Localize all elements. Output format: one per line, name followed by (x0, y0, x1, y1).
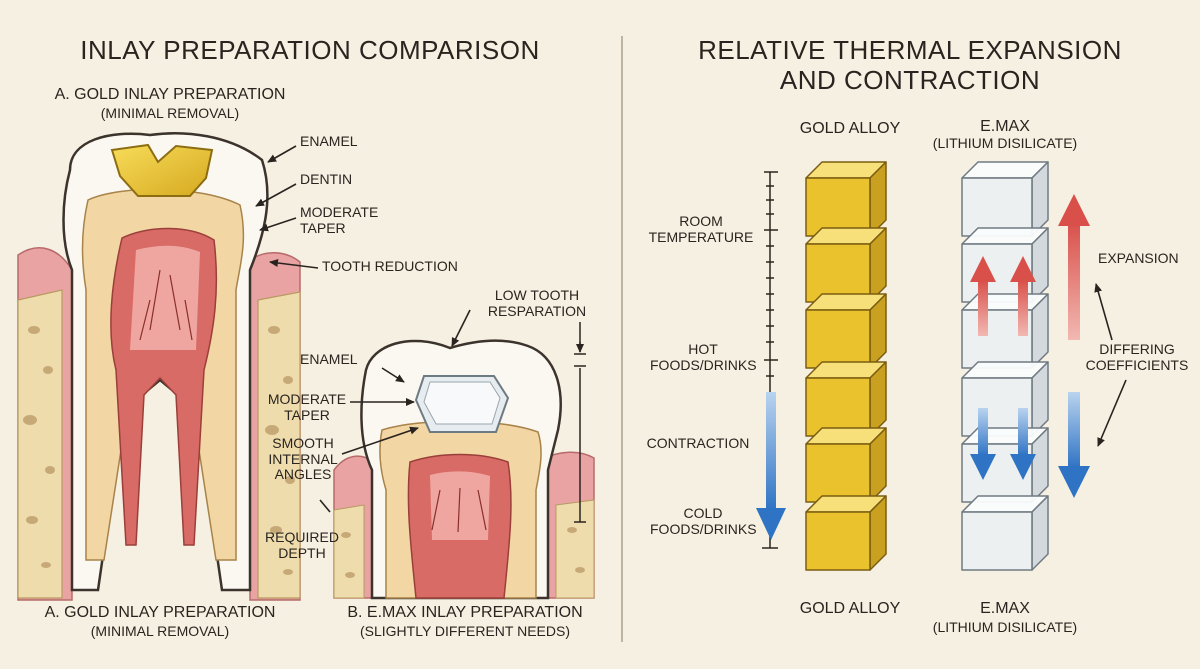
gold-section-title: A. GOLD INLAY PREPARATION (54, 86, 286, 103)
bone-texture-a (23, 326, 295, 575)
gold-block-2 (805, 227, 887, 303)
emax-block-stack (961, 161, 1049, 571)
caption-a-subtitle: (MINIMAL REMOVAL) (90, 623, 230, 639)
emax-block-1 (961, 161, 1049, 237)
bone-right-a (257, 291, 301, 599)
gold-inlay-tooth-diagram (17, 132, 319, 601)
pointer-reduction-a (269, 259, 319, 269)
pointer-enamel-b (381, 367, 405, 383)
large-expansion-arrow (1058, 194, 1090, 340)
pulp-chamber-a (130, 245, 200, 350)
label-contraction: CONTRACTION (646, 435, 750, 451)
emax-column-header-sub: (LITHIUM DISILICATE) (932, 135, 1078, 151)
label-cold-foods: COLD FOODS/DRINKS (650, 505, 757, 537)
bone-texture-b (341, 527, 585, 578)
pointer-taper-a (259, 217, 297, 232)
emax-column-footer-sub: (LITHIUM DISILICATE) (932, 619, 1078, 635)
bone-left-b (333, 504, 365, 599)
label-expansion: EXPANSION (1098, 250, 1179, 266)
gold-section-subtitle: (MINIMAL REMOVAL) (100, 105, 240, 121)
pointer-angles-b (341, 426, 419, 455)
depth-ticks (574, 353, 586, 367)
right-panel-title-line1: RELATIVE THERMAL EXPANSION (698, 35, 1122, 65)
emax-block-4 (961, 361, 1049, 437)
gold-column-footer: GOLD ALLOY (799, 600, 901, 617)
pointer-dentin-a (255, 183, 297, 207)
pointer-low-reduction-b (451, 309, 471, 347)
gold-block-5 (805, 427, 887, 503)
emax-inlay-tooth-diagram (319, 309, 595, 600)
emax-column-header: E.MAX (980, 118, 1030, 135)
label-enamel-b: ENAMEL (300, 351, 358, 367)
gold-alloy-block-stack (805, 161, 887, 571)
gold-block-3 (805, 293, 887, 369)
caption-b-subtitle: (SLIGHTLY DIFFERENT NEEDS) (359, 623, 571, 639)
bone-right-b (555, 499, 595, 599)
gold-block-1 (805, 161, 887, 237)
gold-column-header: GOLD ALLOY (799, 120, 901, 137)
gold-block-4 (805, 361, 887, 437)
emax-expansion-arrows (970, 256, 1036, 336)
depth-line (574, 368, 586, 523)
label-dentin-a: DENTIN (300, 171, 353, 187)
large-contraction-arrow (1058, 392, 1090, 498)
pulp-chamber-b (430, 471, 490, 540)
label-room-temperature: ROOM TEMPERATURE (648, 213, 754, 245)
label-depth-b: REQUIRED DEPTH (265, 529, 339, 561)
pointer-enamel-a (267, 145, 297, 163)
emax-block-5 (961, 427, 1049, 503)
contraction-arrow (756, 392, 786, 540)
nerve-lines-a (139, 269, 193, 341)
label-differing-coefficients: DIFFERING COEFFICIENTS (1085, 341, 1189, 373)
nerve-lines-b (431, 487, 487, 533)
label-angles-b: SMOOTH INTERNAL ANGLES (268, 435, 338, 483)
gold-inlay-a (110, 143, 214, 197)
emax-column-footer: E.MAX (980, 600, 1030, 617)
label-reduction-a: TOOTH REDUCTION (322, 258, 458, 274)
emax-block-2 (961, 227, 1049, 303)
pointer-depth-b (319, 499, 331, 513)
pointer-coefficients-down (1097, 379, 1127, 447)
label-hot-foods: HOT FOODS/DRINKS (650, 341, 757, 373)
panel-divider (621, 36, 623, 642)
label-low-reduction-b: LOW TOOTH RESPARATION (487, 287, 587, 319)
emax-inlay-highlight (423, 381, 501, 425)
left-panel-title: INLAY PREPARATION COMPARISON (80, 35, 540, 65)
bone-left-a (17, 289, 63, 599)
emax-contraction-arrows (970, 408, 1036, 480)
label-enamel-a: ENAMEL (300, 133, 358, 149)
right-panel-title-line2: AND CONTRACTION (779, 65, 1041, 95)
label-taper-a: MODERATE TAPER (300, 204, 379, 236)
gold-block-6 (805, 495, 887, 571)
label-taper-b: MODERATE TAPER (267, 391, 347, 423)
pointer-coefficients-up (1094, 283, 1113, 341)
caption-a-title: A. GOLD INLAY PREPARATION (44, 604, 276, 621)
emax-block-3 (961, 293, 1049, 369)
caption-b-title: B. E.MAX INLAY PREPARATION (347, 604, 583, 621)
emax-block-6 (961, 495, 1049, 571)
